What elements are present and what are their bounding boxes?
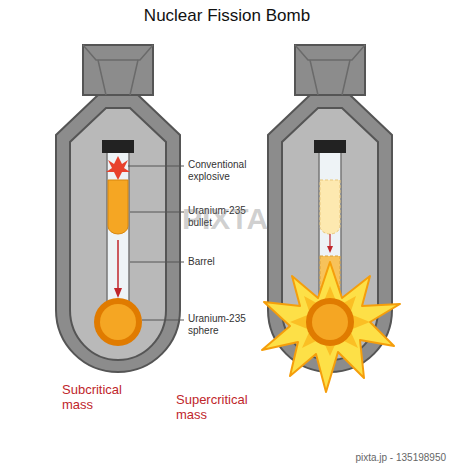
diagram-title: Nuclear Fission Bomb [2, 6, 450, 26]
part-label: Barrel [188, 256, 262, 268]
watermark: PIXTA [150, 202, 300, 237]
part-label: Conventional explosive [188, 159, 262, 182]
watermark: pixta.jp - 135198950 [280, 452, 446, 464]
supercritical-bomb [262, 45, 400, 392]
state-label: Subcritical mass [62, 383, 152, 413]
part-label: Uranium-235 sphere [188, 313, 262, 336]
subcritical-bomb [56, 45, 184, 372]
state-label: Supercritical mass [176, 393, 268, 423]
